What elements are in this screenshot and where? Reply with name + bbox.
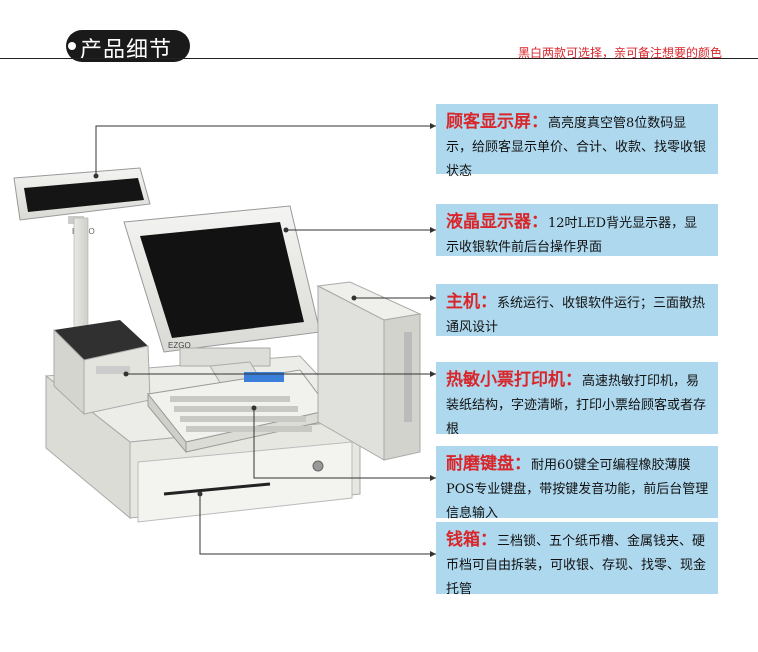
feature-label: 液晶显示器 (446, 212, 531, 232)
feature-label: 热敏小票打印机 (446, 370, 565, 390)
customer-display: EZGO (13, 167, 151, 337)
feature-box-customer-display: 顾客显示屏：高亮度真空管8位数码显示，给顾客显示单价、合计、收款、找零收银状态 (436, 104, 718, 179)
section-header: 产品细节 黑白两款可选择，亲可备注想要的颜色 (0, 0, 758, 70)
color-choice-note: 黑白两款可选择，亲可备注想要的颜色 (517, 46, 722, 60)
feature-text: 12吋LED背光显示器，显示收银软件前后台操作界面 (446, 216, 698, 255)
section-title: 产品细节 (80, 38, 173, 63)
feature-label: 耐磨键盘 (446, 454, 514, 474)
feature-text: 高亮度真空管8位数码显示，给顾客显示单价、合计、收款、找零收银状态 (446, 116, 707, 179)
feature-box-lcd-monitor: 液晶显示器：12吋LED背光显示器，显示收银软件前后台操作界面 (436, 204, 718, 256)
feature-box-host: 主机：系统运行、收银软件运行；三面散热通风设计 (436, 284, 718, 336)
feature-box-cash-drawer: 钱箱：三档锁、五个纸币槽、金属钱夹、硬币档可自由拆装，可收银、存现、找零、现金托… (436, 522, 718, 597)
pos-terminal-illustration: EZGO EZGO (13, 167, 422, 523)
feature-text: 三档锁、五个纸币槽、金属钱夹、硬币档可自由拆装，可收银、存现、找零、现金托管 (446, 534, 707, 597)
feature-label: 钱箱 (446, 530, 480, 550)
lcd-monitor: EZGO (123, 205, 321, 387)
feature-box-keyboard: 耐磨键盘：耐用60键全可编程橡胶薄膜POS专业键盘，带按键发音功能，前后台管理信… (436, 446, 718, 521)
feature-label: 主机 (446, 292, 480, 312)
receipt-printer (53, 320, 151, 416)
feature-label: 顾客显示屏 (446, 112, 531, 132)
brand-mark-monitor: EZGO (168, 341, 191, 350)
feature-text: 高速热敏打印机，易装纸结构，字迹清晰，打印小票给顾客或者存根 (446, 374, 707, 437)
feature-text: 耐用60键全可编程橡胶薄膜POS专业键盘，带按键发音功能，前后台管理信息输入 (446, 458, 709, 521)
bullet-dot-icon (68, 42, 76, 50)
feature-text: 系统运行、收银软件运行；三面散热通风设计 (446, 296, 706, 335)
feature-box-printer: 热敏小票打印机：高速热敏打印机，易装纸结构，字迹清晰，打印小票给顾客或者存根 (436, 362, 718, 437)
header-divider (0, 58, 758, 59)
